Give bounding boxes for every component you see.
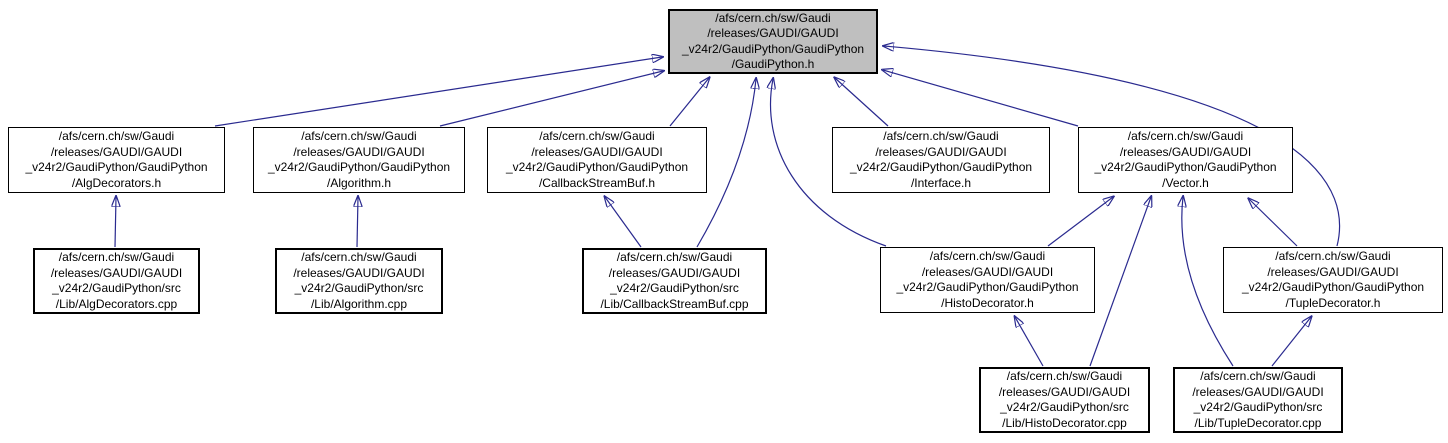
edge-callbackstreambuf-cpp-to-gaudipython-h — [696, 79, 756, 248]
node-callbackstreambuf-cpp[interactable]: /afs/cern.ch/sw/Gaudi /releases/GAUDI/GA… — [582, 248, 767, 314]
node-algdecorators-h[interactable]: /afs/cern.ch/sw/Gaudi /releases/GAUDI/GA… — [8, 127, 225, 193]
edge-tupledecorator-cpp-to-vector-h — [1182, 197, 1234, 367]
node-histodecorator-h[interactable]: /afs/cern.ch/sw/Gaudi /releases/GAUDI/GA… — [880, 247, 1095, 313]
node-gaudipython-h[interactable]: /afs/cern.ch/sw/Gaudi /releases/GAUDI/GA… — [668, 9, 878, 74]
edge-histodecorator-h-to-vector-h — [1047, 197, 1113, 247]
edge-tupledecorator-cpp-to-tupledecorator-h — [1271, 317, 1311, 367]
node-algorithm-cpp[interactable]: /afs/cern.ch/sw/Gaudi /releases/GAUDI/GA… — [275, 248, 443, 314]
edge-algdecorators-cpp-to-algdecorators-h — [115, 197, 116, 248]
edge-histodecorator-cpp-to-vector-h — [1089, 197, 1151, 367]
edge-histodecorator-cpp-to-histodecorator-h — [1015, 317, 1044, 367]
node-tupledecorator-cpp[interactable]: /afs/cern.ch/sw/Gaudi /releases/GAUDI/GA… — [1173, 367, 1343, 433]
node-vector-h[interactable]: /afs/cern.ch/sw/Gaudi /releases/GAUDI/GA… — [1078, 127, 1293, 193]
edge-interface-h-to-gaudipython-h — [835, 78, 889, 127]
node-interface-h[interactable]: /afs/cern.ch/sw/Gaudi /releases/GAUDI/GA… — [832, 127, 1050, 193]
node-histodecorator-cpp[interactable]: /afs/cern.ch/sw/Gaudi /releases/GAUDI/GA… — [979, 367, 1150, 433]
node-callbackstreambuf-h[interactable]: /afs/cern.ch/sw/Gaudi /releases/GAUDI/GA… — [487, 127, 707, 193]
edge-callbackstreambuf-cpp-to-callbackstreambuf-h — [605, 197, 642, 248]
edge-algdecorators-h-to-gaudipython-h — [214, 57, 662, 127]
node-tupledecorator-h[interactable]: /afs/cern.ch/sw/Gaudi /releases/GAUDI/GA… — [1223, 247, 1443, 313]
edge-callbackstreambuf-h-to-gaudipython-h — [669, 78, 709, 127]
edge-algorithm-cpp-to-algorithm-h — [357, 197, 358, 248]
node-algdecorators-cpp[interactable]: /afs/cern.ch/sw/Gaudi /releases/GAUDI/GA… — [33, 248, 200, 314]
edge-vector-h-to-gaudipython-h — [883, 70, 1079, 127]
edge-tupledecorator-h-to-vector-h — [1249, 199, 1298, 247]
edge-algorithm-h-to-gaudipython-h — [439, 71, 663, 127]
node-algorithm-h[interactable]: /afs/cern.ch/sw/Gaudi /releases/GAUDI/GA… — [253, 127, 465, 193]
edge-histodecorator-h-to-gaudipython-h — [771, 79, 887, 247]
